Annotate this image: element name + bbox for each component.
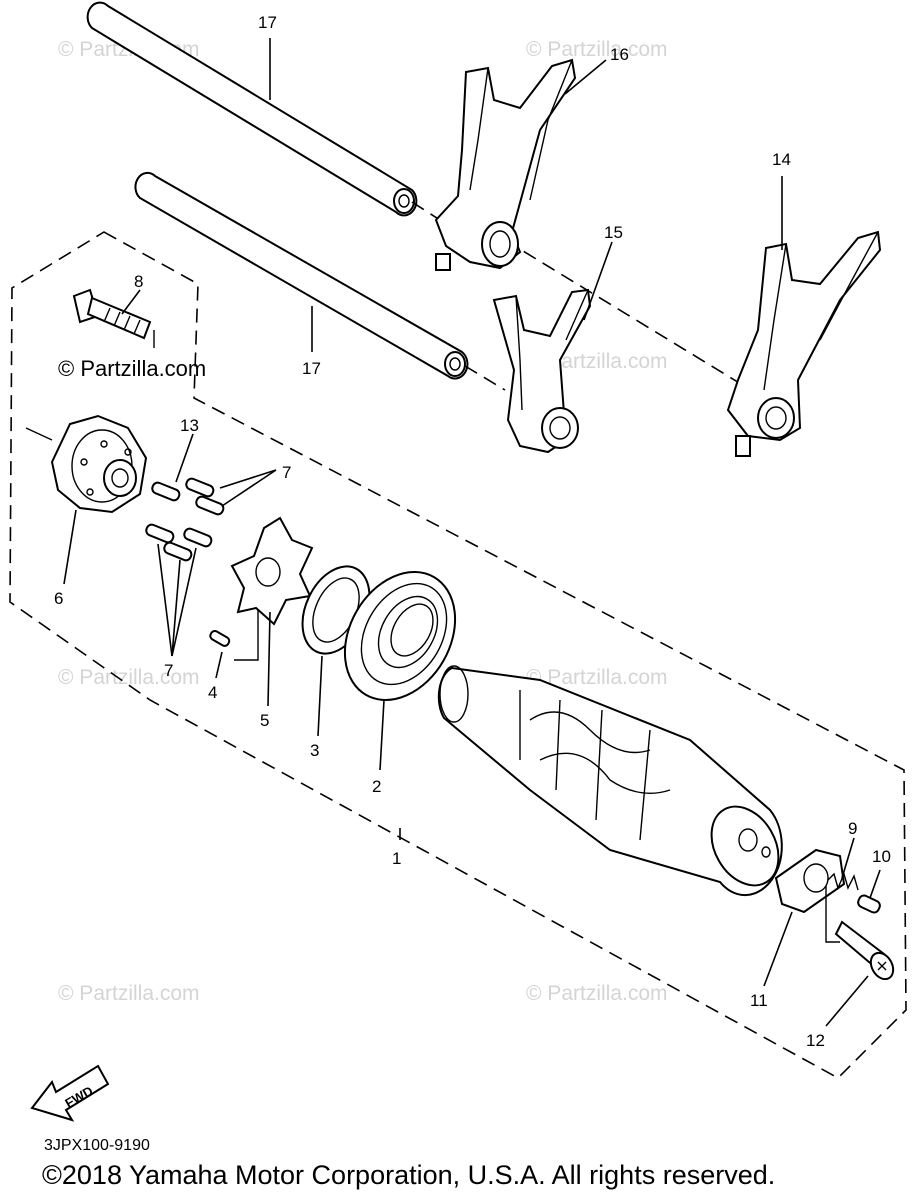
- leader-line: [121, 289, 141, 315]
- bolt-8: [72, 288, 152, 340]
- callout-2: 2: [372, 777, 381, 796]
- callout-12: 12: [806, 1031, 825, 1050]
- segment-6: [50, 414, 148, 514]
- leader-line: [583, 241, 613, 321]
- star-plate-5: [230, 516, 314, 626]
- screw-12: [834, 920, 895, 981]
- leader-line: [219, 469, 277, 489]
- callout-4: 4: [208, 683, 217, 702]
- leader-line: [175, 433, 194, 483]
- callout-8: 8: [134, 272, 143, 291]
- shift-fork-14: [726, 230, 882, 457]
- callout-5: 5: [260, 711, 269, 730]
- leader-line: [221, 469, 277, 507]
- pins-group: [145, 477, 225, 562]
- leader-line: [763, 911, 793, 987]
- fork-shaft-upper: [86, 1, 418, 217]
- leader-line: [157, 543, 173, 657]
- leader-line: [317, 655, 323, 737]
- fwd-arrow-icon: FWD: [30, 1064, 110, 1122]
- callout-14: 14: [772, 150, 791, 169]
- copyright-notice: ©2018 Yamaha Motor Corporation, U.S.A. A…: [42, 1160, 776, 1190]
- leader-line: [825, 975, 869, 1027]
- watermark: © Partzilla.com: [526, 666, 668, 689]
- plunger-10: [857, 894, 881, 914]
- watermark: © Partzilla.com: [526, 982, 668, 1005]
- watermark: © Partzilla.com: [526, 38, 668, 61]
- center-line: [411, 201, 441, 221]
- callout-10: 10: [872, 847, 891, 866]
- leader-line: [25, 427, 53, 441]
- leader-line: [171, 547, 197, 657]
- shift-fork-15: [492, 288, 592, 454]
- callout-15: 15: [604, 223, 623, 242]
- callout-9: 9: [848, 819, 857, 838]
- watermark: © Partzilla.com: [58, 666, 200, 689]
- callout-11: 11: [750, 991, 768, 1010]
- callout-6: 6: [54, 589, 63, 608]
- callout-16: 16: [610, 45, 629, 64]
- partzilla-watermark: © Partzilla.com: [58, 356, 206, 381]
- fork-shaft-lower: [134, 171, 469, 380]
- leader-line: [234, 604, 259, 661]
- bearing-2: [343, 571, 457, 701]
- callout-17: 17: [302, 359, 321, 378]
- callout-3: 3: [310, 741, 319, 760]
- leader-line: [215, 651, 223, 679]
- leader-line: [267, 611, 271, 707]
- leader-line: [869, 869, 881, 899]
- leader-line: [379, 699, 385, 771]
- center-line: [464, 365, 506, 391]
- watermark: © Partzilla.com: [58, 982, 200, 1005]
- pin-4: [209, 629, 231, 647]
- leader-line: [825, 886, 840, 943]
- callout-17: 17: [258, 13, 277, 32]
- shift-fork-16: [434, 58, 577, 271]
- assembly-boundary: [9, 231, 907, 1079]
- callout-7: 7: [282, 463, 291, 482]
- diagram-code: 3JPX100-9190: [44, 1137, 150, 1154]
- leader-line: [841, 837, 855, 879]
- stopper-plate-11: [774, 848, 846, 914]
- callout-13: 13: [180, 416, 199, 435]
- leader-line: [63, 509, 77, 585]
- callout-7: 7: [164, 661, 173, 680]
- shift-drum-1: [437, 665, 783, 897]
- leader-line: [564, 59, 607, 95]
- callout-1: 1: [392, 849, 401, 868]
- leader-line: [171, 559, 181, 657]
